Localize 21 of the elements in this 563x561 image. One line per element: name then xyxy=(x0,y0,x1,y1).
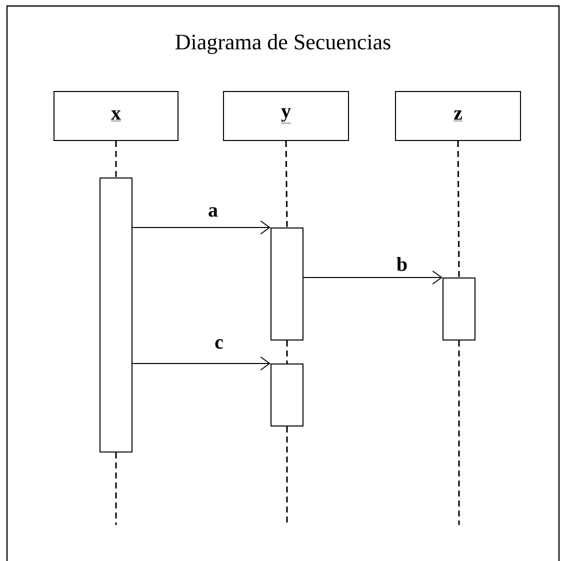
message-label: a xyxy=(207,206,219,218)
activation-bar xyxy=(270,228,304,340)
message-label: c xyxy=(214,338,224,350)
lifeline xyxy=(115,141,117,178)
object-box: x xyxy=(54,91,178,141)
message-arrow xyxy=(132,356,270,370)
lifeline xyxy=(285,140,288,228)
message-arrow xyxy=(303,270,442,284)
lifeline xyxy=(286,426,288,525)
lifeline xyxy=(115,452,117,525)
object-box: z xyxy=(395,91,521,141)
diagram-title: Diagrama de Secuencias xyxy=(176,34,390,54)
object-box: y xyxy=(223,91,349,141)
lifeline xyxy=(457,140,460,278)
activation-bar xyxy=(270,363,304,426)
message-arrow xyxy=(132,220,270,234)
message-label: b xyxy=(395,256,409,272)
activation-bar xyxy=(442,277,476,340)
lifeline xyxy=(458,340,460,525)
activation-bar xyxy=(100,177,132,452)
lifeline xyxy=(286,340,288,364)
